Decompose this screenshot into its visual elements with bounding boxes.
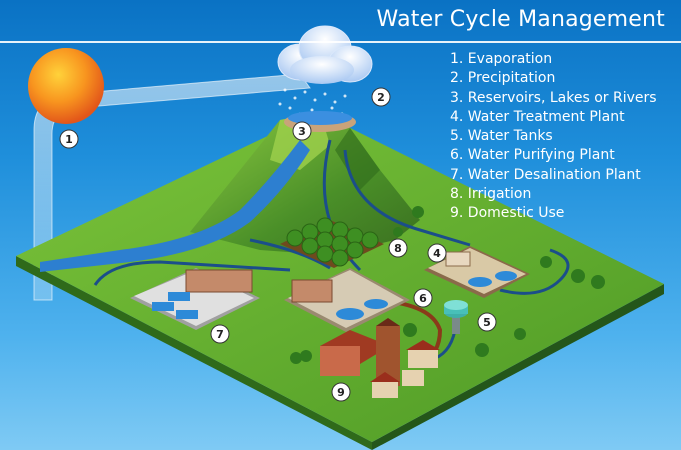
domestic-buildings: [320, 318, 440, 398]
svg-text:6: 6: [419, 292, 427, 305]
irrigation-field: [280, 217, 384, 268]
marker-2: 2: [371, 87, 391, 107]
legend-list: 1. Evaporation 2. Precipitation 3. Reser…: [450, 50, 657, 224]
marker-8: 8: [388, 238, 408, 258]
svg-text:2: 2: [377, 91, 385, 104]
marker-3: 3: [292, 121, 312, 141]
svg-text:5: 5: [483, 316, 491, 329]
marker-5: 5: [477, 312, 497, 332]
marker-9: 9: [331, 382, 351, 402]
legend-item-irrigation: 8. Irrigation: [450, 186, 532, 203]
title-divider: [0, 41, 681, 43]
legend-item-domestic-use: 9. Domestic Use: [450, 205, 565, 222]
marker-4: 4: [427, 243, 447, 263]
marker-6: 6: [413, 288, 433, 308]
legend-item-water-treatment-plant: 4. Water Treatment Plant: [450, 108, 625, 125]
page-title: Water Cycle Management: [376, 7, 665, 32]
svg-text:3: 3: [298, 125, 306, 138]
svg-text:9: 9: [337, 386, 345, 399]
water-treatment-plant: [424, 246, 530, 298]
marker-7: 7: [210, 324, 230, 344]
sun-icon: [28, 48, 104, 124]
trees: [290, 206, 605, 364]
water-tank: [444, 300, 468, 334]
svg-text:7: 7: [216, 328, 224, 341]
water-desalination-plant: [130, 268, 260, 330]
legend-item-reservoirs: 3. Reservoirs, Lakes or Rivers: [450, 89, 657, 106]
legend-item-water-desalination-plant: 7. Water Desalination Plant: [450, 166, 641, 183]
legend-item-evaporation: 1. Evaporation: [450, 51, 553, 67]
svg-text:1: 1: [65, 133, 73, 146]
svg-text:4: 4: [433, 247, 441, 260]
cloud-icon: [277, 25, 373, 84]
legend-item-precipitation: 2. Precipitation: [450, 70, 556, 87]
water-purifying-plant: [284, 268, 410, 332]
river: [40, 140, 310, 272]
marker-1: 1: [59, 129, 79, 149]
svg-text:8: 8: [394, 242, 402, 255]
legend-item-water-purifying-plant: 6. Water Purifying Plant: [450, 147, 615, 164]
legend-item-water-tanks: 5. Water Tanks: [450, 128, 553, 145]
title-bar: Water Cycle Management: [0, 0, 681, 43]
